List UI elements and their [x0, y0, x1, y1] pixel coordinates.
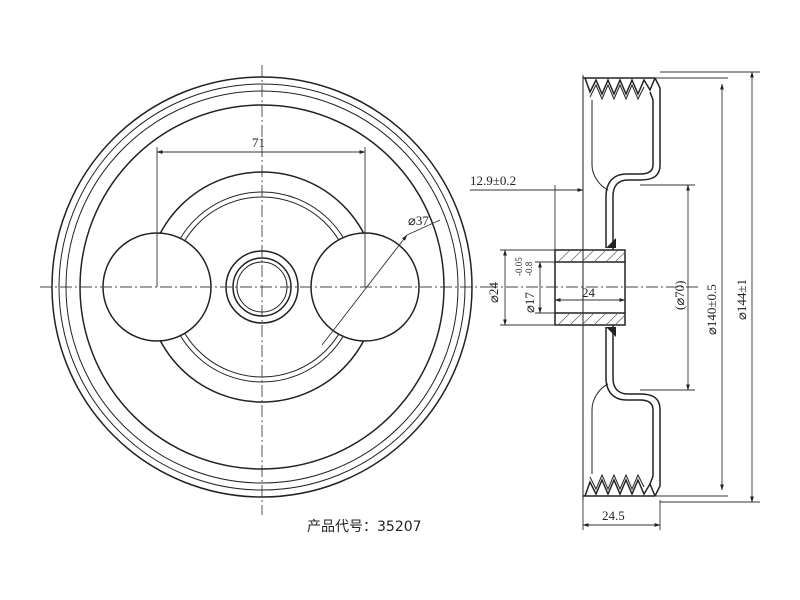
rim-circle-4 — [79, 104, 445, 470]
section-view: 12.9±0.2 ⌀24 ⌀17 -0.05 -0.8 24 (⌀70) ⌀14… — [470, 71, 760, 530]
rim-circle-3 — [65, 90, 459, 484]
outer-rim-circle — [51, 76, 473, 498]
front-view: 71 ⌀37 — [40, 65, 490, 515]
dim-12-9-label: 12.9±0.2 — [470, 173, 516, 188]
profile-outer — [612, 77, 661, 497]
dim-71-label: 71 — [252, 135, 265, 150]
dim-groove-label: ⌀140±0.5 — [704, 284, 719, 335]
bottom-v-grooves — [584, 478, 656, 497]
dim-37-shelf — [406, 219, 441, 236]
dim-37-label: ⌀37 — [408, 213, 429, 228]
dim-bore-label: ⌀17 — [522, 292, 537, 313]
dim-width-label: 24.5 — [602, 508, 625, 523]
dim-bore-tol-upper: -0.05 — [514, 257, 524, 276]
dim-bore-tol-lower: -0.8 — [524, 261, 534, 276]
top-v-grooves — [584, 77, 656, 96]
top-v-grooves-inner — [589, 83, 645, 101]
bottom-v-grooves-inner — [589, 473, 645, 491]
hub-body — [554, 249, 626, 326]
dim-outer-hub-label: ⌀24 — [486, 282, 501, 303]
hub-hatch-bottom — [557, 312, 626, 326]
rim-circle-2 — [58, 83, 466, 491]
product-code-caption: 产品代号：35207 — [307, 519, 422, 535]
profile-inner — [605, 91, 654, 485]
dim-hub-length-label: 24 — [582, 285, 596, 300]
profile-flange — [591, 100, 609, 474]
dim-37-leader — [321, 234, 408, 346]
dim-recess-label: (⌀70) — [672, 281, 687, 311]
weld-bottom — [606, 327, 616, 337]
dim-outer-label: ⌀144±1 — [734, 279, 749, 320]
hub-hatch-top — [557, 249, 626, 263]
weld-top — [606, 238, 616, 248]
